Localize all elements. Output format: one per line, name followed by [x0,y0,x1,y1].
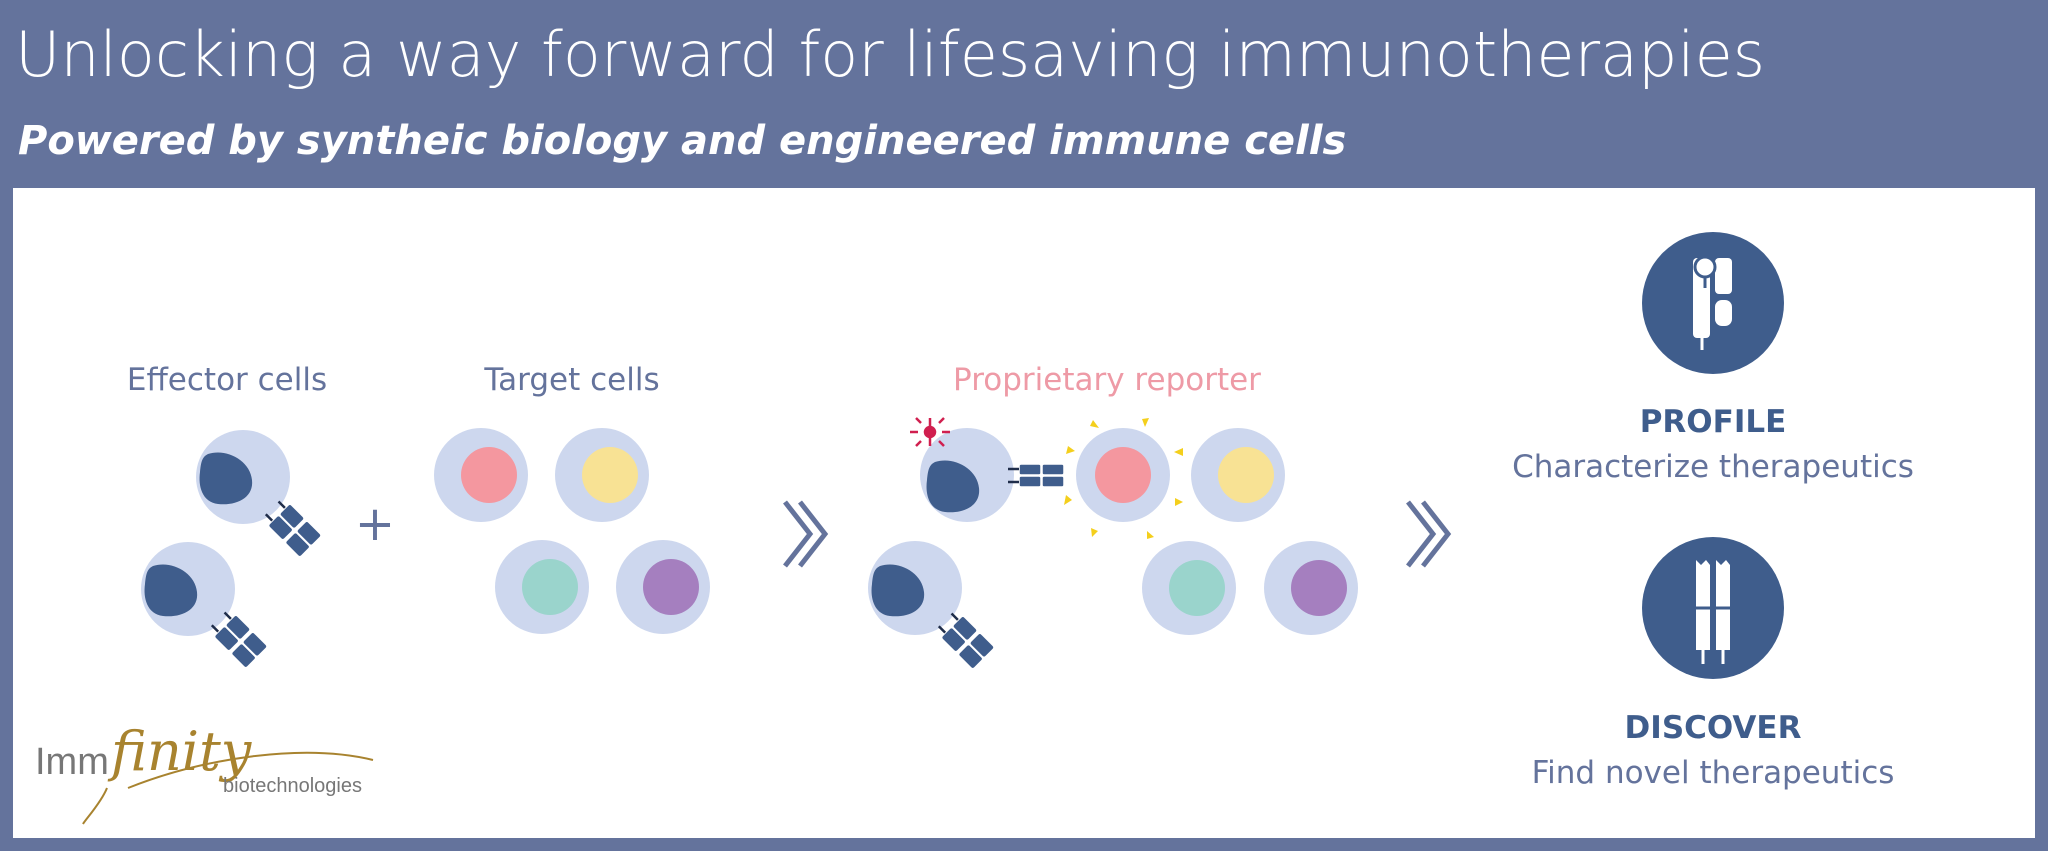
reporter-target-cell-teal [1142,541,1236,635]
discover-title: DISCOVER [1625,710,1802,746]
reporter-target-cell-pink [1076,428,1170,522]
logo-script: finity [107,720,253,783]
target-cell-teal [495,540,589,634]
chevron-right-icon [783,500,829,568]
target-cells-label: Target cells [483,362,659,398]
immfinity-logo: Imm finity biotechnologies [35,720,374,825]
reporter-target-cell-purple [1264,541,1358,635]
reporter-effector-cell [920,428,1014,522]
effector-cell-2 [141,542,270,671]
plus-sign: + [355,496,395,552]
red-spark-icon [910,417,950,447]
process-diagram: Effector cells Target cells Proprietary … [35,232,1914,825]
effector-cells-label: Effector cells [127,362,327,398]
proprietary-reporter-label: Proprietary reporter [953,362,1261,398]
logo-suffix: biotechnologies [223,775,362,797]
target-cell-pink [434,428,528,522]
reporter-target-cell-yellow [1191,428,1285,522]
discover-description: Find novel therapeutics [1532,755,1895,791]
diagram-panel: Effector cells Target cells Proprietary … [13,188,2035,838]
bound-receptor [1008,463,1065,488]
yellow-sparkles-icon [1064,418,1183,539]
profile-title: PROFILE [1640,404,1787,440]
page-title: Unlocking a way forward for lifesaving i… [15,18,1766,91]
reporter-effector-cell-2 [868,541,997,672]
target-cell-yellow [555,428,649,522]
effector-cell-1 [196,430,324,560]
profile-receptor-icon [1642,232,1784,374]
target-cell-purple [616,540,710,634]
page-subtitle: Powered by syntheic biology and engineer… [18,118,1347,164]
chevron-right-icon-2 [1406,500,1452,568]
discover-receptor-icon [1642,537,1784,679]
profile-description: Characterize therapeutics [1512,449,1914,485]
logo-prefix: Imm [35,741,109,783]
